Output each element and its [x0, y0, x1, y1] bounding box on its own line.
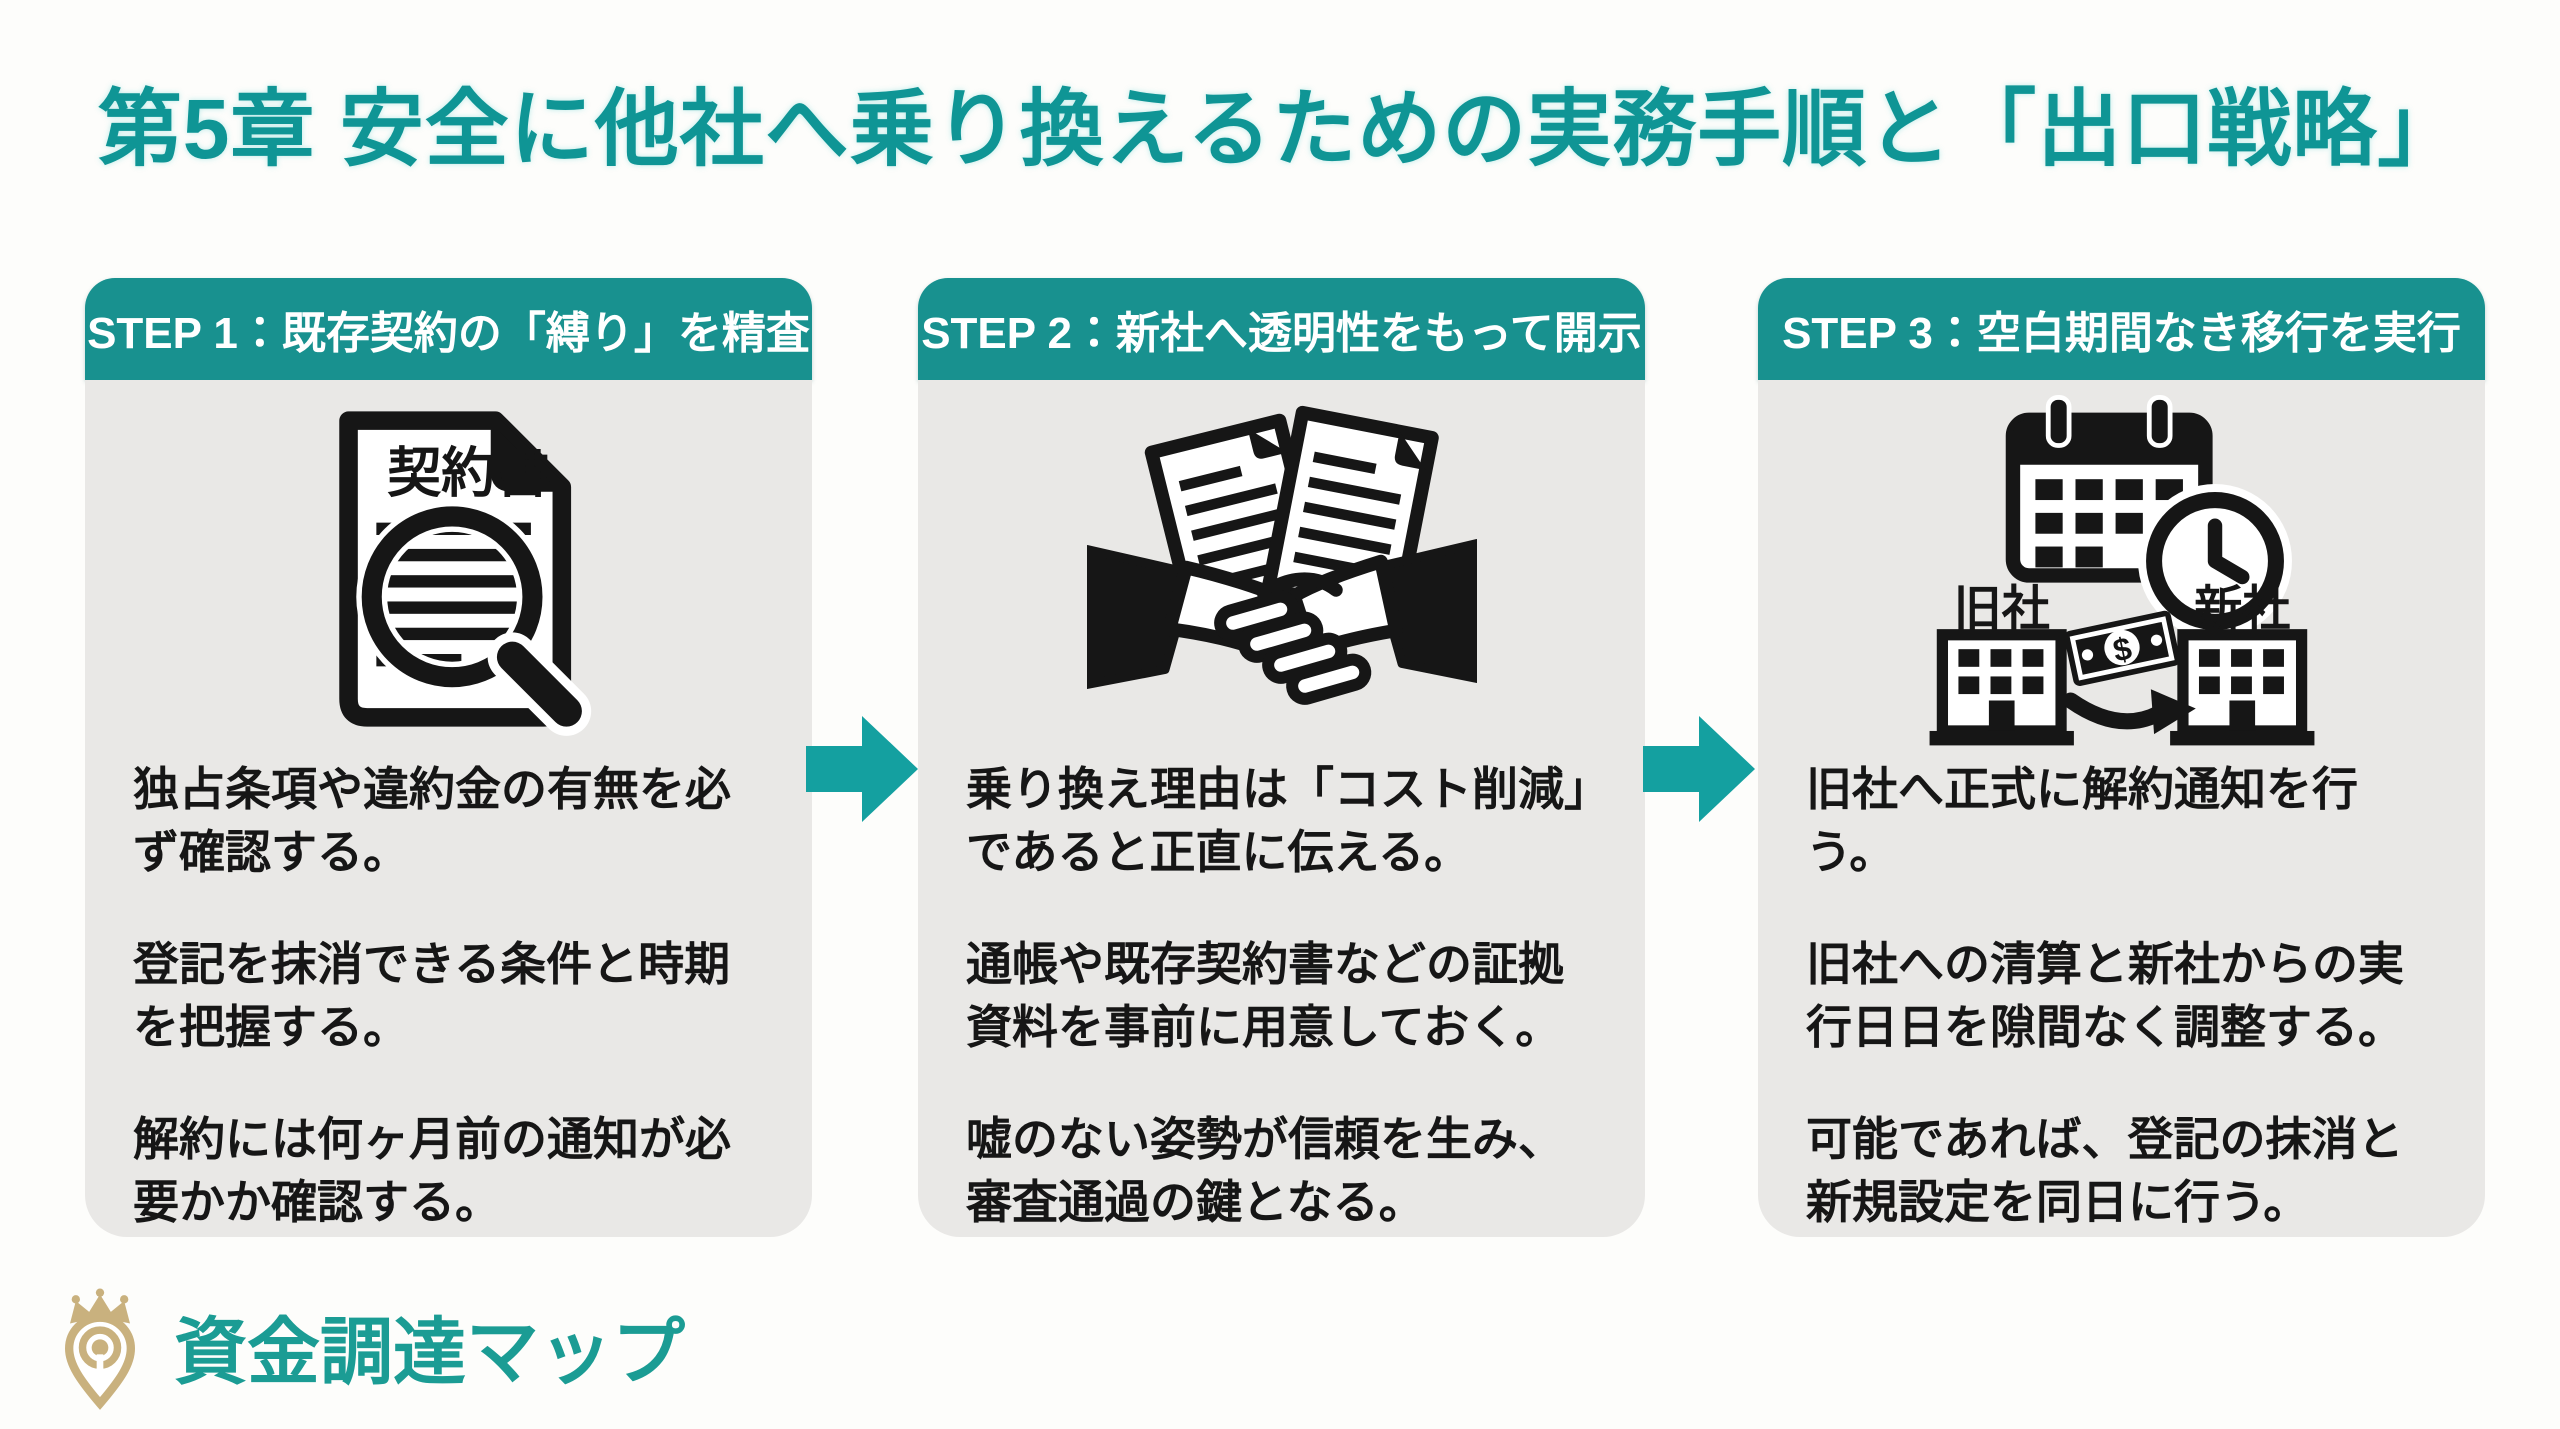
- contract-document-label: 契約書: [387, 444, 549, 504]
- flow-arrow-icon: [1643, 716, 1755, 822]
- step3-header: STEP 3：空白期間なき移行を実行: [1758, 278, 2485, 380]
- new-company-label: 新社: [2194, 582, 2290, 636]
- step2-header: STEP 2：新社へ透明性をもって開示: [918, 278, 1645, 380]
- calendar-company-transfer-icon: 旧社 新社: [1806, 380, 2437, 758]
- step1-points: 独占条項や違約金の有無を必ず確認する。 登記を抹消できる条件と時期を把握する。 …: [133, 758, 764, 1233]
- step3-point-3: 可能であれば、登記の抹消と新規設定を同日に行う。: [1806, 1113, 2404, 1228]
- step1-header: STEP 1：既存契約の「縛り」を精査: [85, 278, 812, 380]
- page-title: 第5章 安全に他社へ乗り換えるための実務手順と「出口戦略」: [97, 82, 2463, 176]
- step1-point-2: 登記を抹消できる条件と時期を把握する。: [133, 938, 731, 1053]
- old-company-label: 旧社: [1953, 582, 2049, 636]
- step3-body: 旧社 新社: [1758, 380, 2485, 1237]
- step1-card: STEP 1：既存契約の「縛り」を精査 契約書: [85, 278, 812, 1237]
- crown-map-pin-icon: [50, 1268, 150, 1424]
- step3-points: 旧社へ正式に解約通知を行う。 旧社への清算と新社からの実行日日を隙間なく調整する…: [1806, 758, 2437, 1233]
- step3-card: STEP 3：空白期間なき移行を実行: [1758, 278, 2485, 1237]
- step2-point-3: 嘘のない姿勢が信頼を生み、審査通過の鍵となる。: [966, 1113, 1564, 1228]
- step1-point-3: 解約には何ヶ月前の通知が必要かか確認する。: [133, 1113, 731, 1228]
- brand-logo-text: 資金調達マップ: [174, 1312, 685, 1393]
- step2-points: 乗り換え理由は「コスト削減」であると正直に伝える。 通帳や既存契約書などの証拠資…: [966, 758, 1597, 1233]
- step2-point-2: 通帳や既存契約書などの証拠資料を事前に用意しておく。: [966, 938, 1564, 1053]
- brand-logo: 資金調達マップ: [50, 1268, 685, 1424]
- step2-point-1: 乗り換え理由は「コスト削減」であると正直に伝える。: [966, 763, 1587, 878]
- step2-body: 乗り換え理由は「コスト削減」であると正直に伝える。 通帳や既存契約書などの証拠資…: [918, 380, 1645, 1237]
- flow-arrow-icon: [806, 716, 918, 822]
- handshake-documents-icon: [966, 380, 1597, 758]
- step1-body: 契約書 独占条項や違約金の有無を必ず確認する。: [85, 380, 812, 1237]
- contract-magnifier-icon: 契約書: [133, 380, 764, 758]
- step3-point-2: 旧社への清算と新社からの実行日日を隙間なく調整する。: [1806, 938, 2404, 1053]
- step3-point-1: 旧社へ正式に解約通知を行う。: [1806, 763, 2358, 878]
- step2-card: STEP 2：新社へ透明性をもって開示: [918, 278, 1645, 1237]
- step1-point-1: 独占条項や違約金の有無を必ず確認する。: [133, 763, 731, 878]
